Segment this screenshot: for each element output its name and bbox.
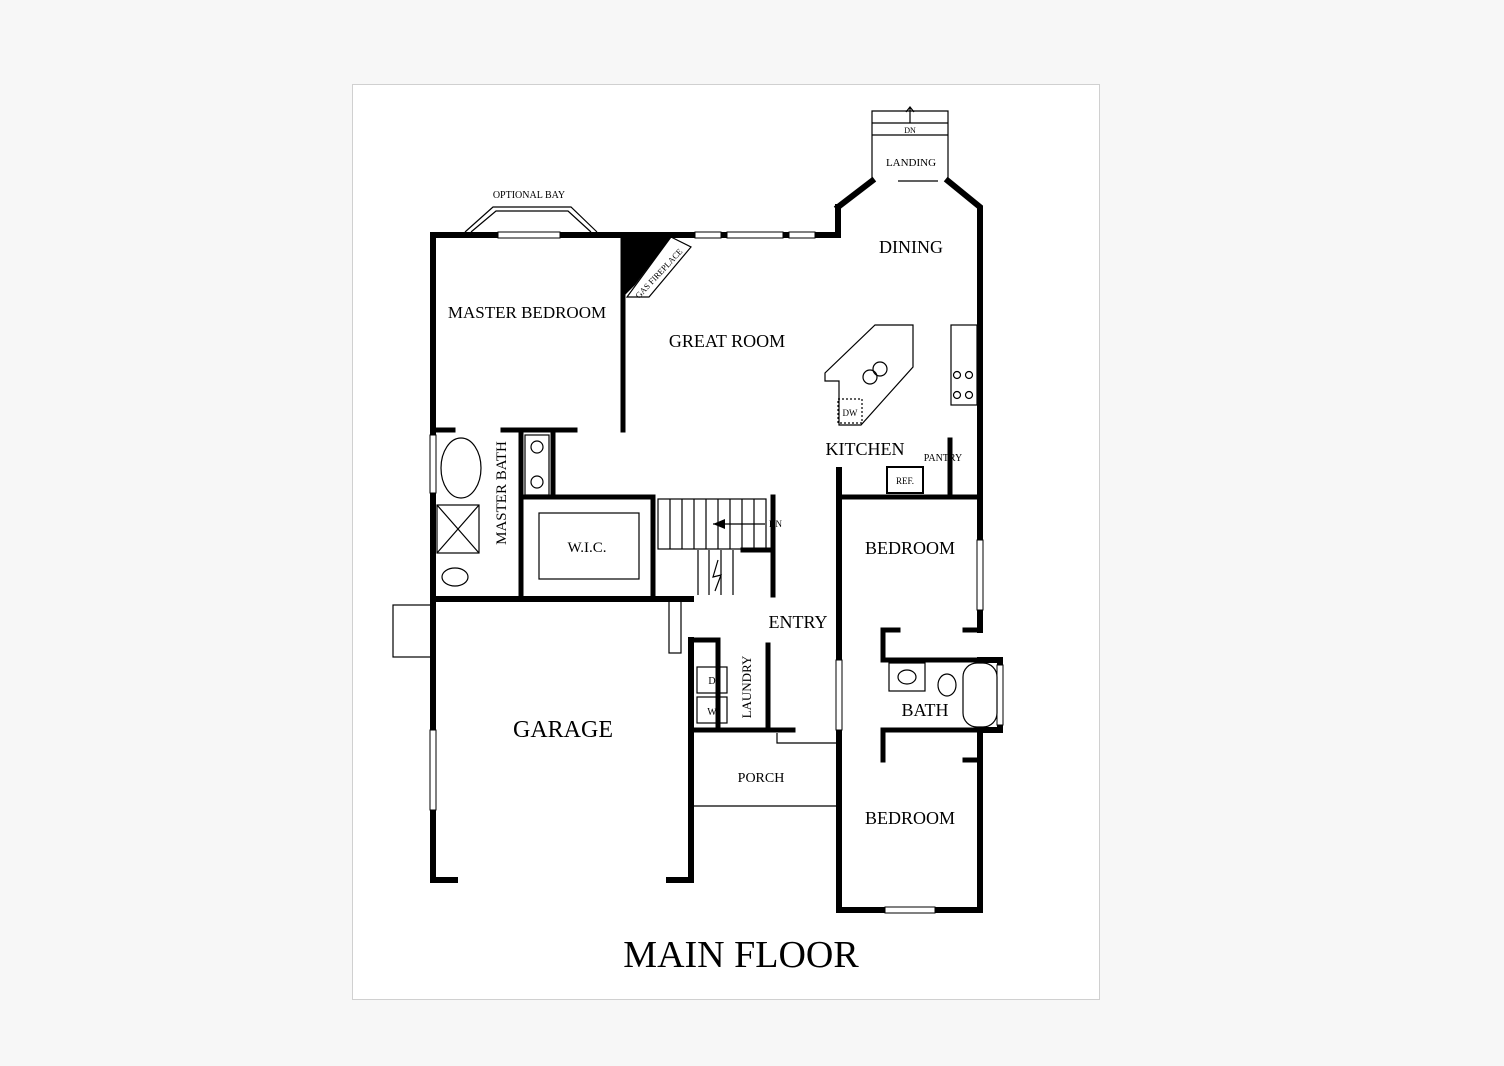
master-toilet: [441, 567, 469, 587]
bedroom-1-label: BEDROOM: [865, 538, 955, 558]
stair-arrow-head: [713, 519, 725, 529]
landing-area: DN: [871, 106, 949, 182]
island-counter: [824, 324, 914, 426]
garage-service-step: [392, 604, 434, 658]
wic-shelving: [538, 512, 640, 580]
dining-label: DINING: [879, 237, 943, 257]
bedroom-2-label: BEDROOM: [865, 808, 955, 828]
tub-window: [996, 664, 1004, 726]
garage-label: GARAGE: [513, 717, 613, 743]
landing-label: LANDING: [886, 157, 936, 169]
bedroom-window: [976, 539, 984, 611]
garage-entry-step: [668, 598, 682, 654]
optional-bay-inner: [470, 210, 592, 233]
great-room-window-1: [694, 231, 722, 239]
kitchen-counter: [950, 324, 978, 406]
dryer-box: [696, 666, 728, 694]
east-bath-wall: [977, 657, 1003, 913]
cooktop-burner-3: [952, 390, 962, 400]
stairs: DN: [657, 498, 782, 595]
garage-window: [429, 729, 437, 811]
washer-box: [696, 696, 728, 724]
bath-tub: [962, 662, 998, 728]
bath-north-wall: [880, 627, 983, 663]
kitchen-label: KITCHEN: [826, 439, 905, 459]
entry-label: ENTRY: [768, 612, 827, 632]
master-bath-fixtures: [436, 434, 640, 587]
interior-walls: [430, 232, 983, 763]
master-sink-2: [530, 475, 544, 489]
stair-treads-lower: [697, 550, 734, 595]
master-sink-1: [530, 440, 544, 454]
dishwasher-box: [837, 398, 863, 424]
cooktop-burner-1: [952, 370, 962, 380]
pantry-label: PANTRY: [924, 453, 963, 464]
cooktop-burner-2: [964, 370, 974, 380]
bath-fixtures: [888, 662, 998, 728]
laundry-fixtures: D W: [392, 598, 728, 724]
master-shower-drain: [436, 504, 480, 554]
bath-vanity: [888, 662, 926, 692]
refrigerator-box: [886, 466, 924, 494]
bath-sink: [897, 669, 917, 685]
porch-area: [693, 733, 837, 807]
wic-label: W.I.C.: [567, 540, 606, 556]
floor-plan-sheet: OPTIONAL BAY GAS FIREPLACE DN: [352, 84, 1100, 1000]
cooktop-burner-4: [964, 390, 974, 400]
floor-plan-drawing: OPTIONAL BAY GAS FIREPLACE DN: [392, 106, 1004, 976]
bath-label: BATH: [901, 700, 948, 720]
dining-ne-wall: [943, 176, 983, 498]
porch-step: [776, 733, 837, 744]
island-sink-1: [862, 369, 878, 385]
wic-wall: [518, 494, 656, 598]
optional-bay-outline: [464, 206, 598, 233]
washer-label: W: [707, 707, 717, 718]
stair-run-upper: [657, 498, 767, 550]
master-vanity: [524, 434, 550, 496]
optional-bay-label: OPTIONAL BAY: [493, 190, 565, 201]
optional-bay: OPTIONAL BAY: [464, 190, 598, 233]
dishwasher-label: DW: [843, 408, 858, 418]
windows: [429, 231, 1004, 914]
bath-south-wall: [880, 727, 980, 763]
master-bath-window: [429, 434, 437, 494]
plan-title: MAIN FLOOR: [623, 934, 859, 976]
master-bedroom-label: MASTER BEDROOM: [448, 303, 606, 322]
great-room-window-3: [788, 231, 816, 239]
great-room-window-2: [726, 231, 784, 239]
fireplace-firebox: [625, 237, 671, 295]
laundry-west-wall: [690, 637, 721, 733]
master-shower: [436, 504, 480, 554]
stair-break-line: [712, 559, 722, 592]
refrigerator-label: REF.: [896, 476, 914, 486]
master-tub: [440, 437, 482, 499]
entry-sidelight: [835, 659, 843, 731]
island-sink-2: [872, 361, 888, 377]
fireplace-hearth: [625, 236, 692, 298]
kitchen-island: DW REF.: [824, 324, 978, 494]
great-room-label: GREAT ROOM: [669, 331, 785, 351]
landing-dn-label: DN: [904, 126, 916, 135]
gas-fireplace: GAS FIREPLACE: [625, 236, 692, 300]
bath-toilet: [937, 673, 957, 697]
porch-label: PORCH: [738, 771, 785, 786]
room-labels: MASTER BEDROOM GREAT ROOM DINING LANDING…: [448, 157, 962, 828]
bedroom2-window: [884, 906, 936, 914]
laundry-label: LAUNDRY: [739, 655, 754, 718]
master-window: [497, 231, 561, 239]
dining-nw-wall: [833, 176, 877, 212]
landing-arrow: [905, 106, 915, 123]
north-wall: [430, 204, 841, 238]
master-bath-label: MASTER BATH: [494, 441, 510, 545]
dryer-label: D: [708, 676, 715, 687]
stair-dn-label: DN: [769, 519, 782, 529]
